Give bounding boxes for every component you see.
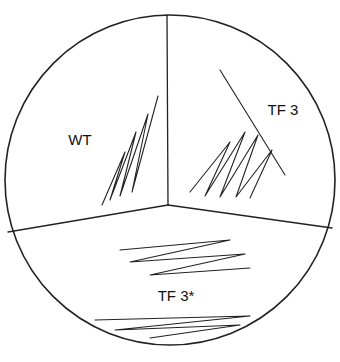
streak	[102, 96, 158, 205]
dish-outline	[5, 15, 335, 345]
sector-label: TF 3	[266, 102, 301, 119]
streak	[190, 132, 272, 198]
streak	[95, 316, 250, 338]
streak	[220, 70, 285, 175]
sector-label: TF 3*	[156, 288, 197, 305]
sector-label: WT	[66, 132, 93, 149]
sector-divider	[8, 205, 168, 232]
streak	[120, 240, 250, 275]
sector-divider	[167, 15, 168, 205]
sector-divider	[168, 205, 332, 228]
